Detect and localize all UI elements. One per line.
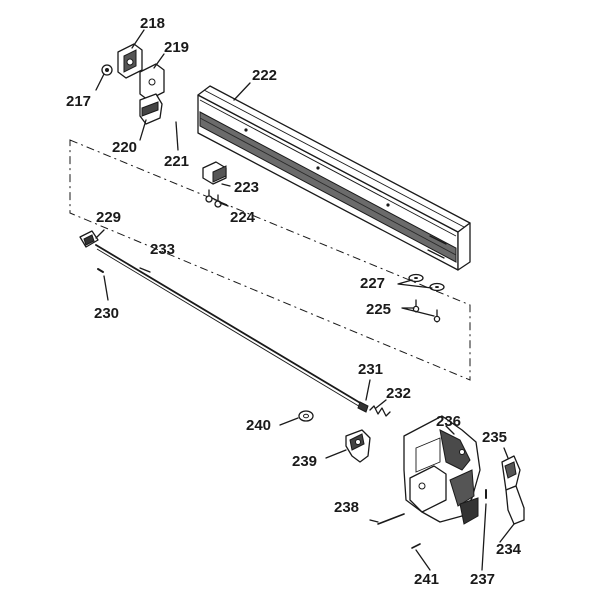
assembly-boundary [69,139,471,381]
callout-229: 229 [96,209,121,226]
callout-238: 238 [334,499,359,516]
screws-225 [412,299,441,323]
callout-218: 218 [140,15,165,32]
callout-235: 235 [482,429,507,446]
callout-237: 237 [470,571,495,588]
pin-230 [97,268,104,273]
nut-217 [101,64,113,76]
leader-lines [95,29,515,571]
lever-234 [505,485,525,525]
bracket-body-236 [403,415,481,525]
callout-224: 224 [230,209,256,226]
washer-240 [298,410,314,422]
callout-234: 234 [496,541,522,558]
lever-220 [139,93,163,125]
callout-220: 220 [112,139,137,156]
callout-222: 222 [252,67,277,84]
callout-240: 240 [246,417,271,434]
callout-231: 231 [358,361,383,378]
spring-232 [369,405,391,417]
callout-225: 225 [366,301,391,318]
latch-235 [501,455,521,491]
cam-239 [345,429,371,463]
callout-217: 217 [66,93,91,110]
knob-229 [79,230,99,248]
callout-236: 236 [436,413,461,430]
callout-230: 230 [94,305,119,322]
callout-227: 227 [360,275,385,292]
screw-241 [411,543,421,549]
washers-227 [408,273,445,292]
callout-239: 239 [292,453,317,470]
plate-219 [139,63,165,101]
collar-231 [357,401,369,413]
callout-223: 223 [234,179,259,196]
fence-rail-222 [197,85,471,271]
screw-238 [377,513,405,525]
callout-233: 233 [150,241,175,258]
rod-233 [95,244,363,409]
callout-241: 241 [414,571,439,588]
clamp-218 [117,43,143,79]
callout-219: 219 [164,39,189,56]
block-223 [202,161,227,185]
callout-232: 232 [386,385,411,402]
callout-221: 221 [164,153,189,170]
